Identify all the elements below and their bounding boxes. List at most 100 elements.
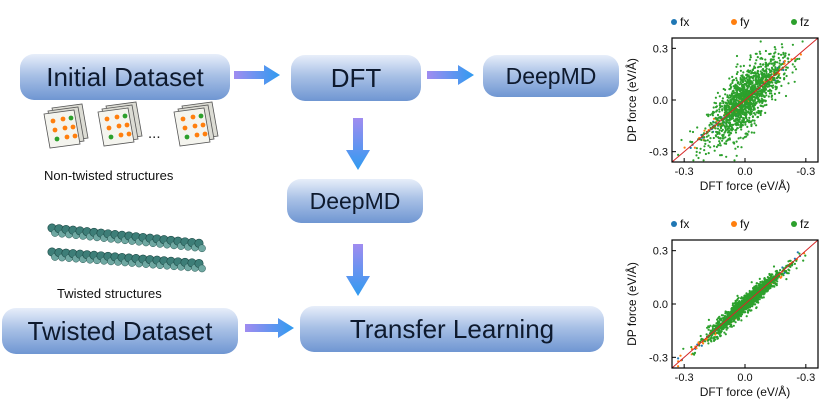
- point-fz: [730, 323, 733, 326]
- point-fz: [756, 115, 760, 119]
- point-fz: [767, 82, 770, 85]
- point-fz: [738, 100, 741, 103]
- point-fz: [718, 95, 721, 98]
- point-fz: [758, 50, 761, 53]
- point-fz: [774, 88, 777, 91]
- point-fz: [763, 95, 766, 98]
- point-fz: [744, 94, 747, 97]
- point-fz: [752, 79, 755, 82]
- point-fz: [727, 105, 730, 109]
- point-fz: [714, 121, 717, 124]
- point-fz: [736, 297, 739, 300]
- atom-dot: [180, 116, 186, 122]
- point-fz: [771, 285, 774, 288]
- atom-dot: [198, 113, 204, 119]
- point-fz: [742, 71, 745, 74]
- point-fz: [782, 53, 785, 56]
- point-fz: [724, 333, 727, 336]
- point-fz: [747, 106, 750, 109]
- point-fz: [750, 309, 753, 312]
- point-fz: [751, 68, 754, 72]
- point-fz: [760, 291, 763, 294]
- point-fz: [710, 340, 713, 343]
- point-fz: [714, 127, 717, 130]
- point-fz: [739, 69, 742, 72]
- point-fz: [719, 335, 722, 338]
- point-fz: [714, 106, 718, 109]
- point-fz: [708, 123, 711, 127]
- point-fz: [737, 119, 740, 123]
- point-fz: [762, 88, 765, 91]
- point-fz: [750, 81, 753, 84]
- point-fz: [773, 285, 776, 288]
- point-fz: [719, 122, 722, 125]
- point-fz: [764, 49, 767, 53]
- point-fz: [758, 82, 761, 85]
- point-fz: [739, 297, 743, 300]
- point-fz: [761, 90, 764, 93]
- point-fz: [774, 51, 777, 54]
- point-fz: [735, 84, 738, 87]
- point-fz: [761, 285, 764, 288]
- point-fz: [691, 130, 695, 134]
- point-fz: [755, 94, 758, 97]
- point-fz: [746, 311, 750, 314]
- point-fz: [739, 313, 742, 316]
- point-fz: [735, 140, 738, 143]
- point-fz: [714, 96, 717, 99]
- point-fz: [719, 106, 722, 109]
- point-fz: [741, 78, 744, 81]
- point-fz: [736, 63, 739, 66]
- twisted-layer-bottom: [47, 247, 206, 273]
- point-fz: [745, 113, 748, 116]
- point-fz: [747, 293, 750, 297]
- point-fz: [773, 62, 776, 65]
- point-fz: [725, 155, 728, 158]
- point-fy: [783, 60, 786, 63]
- point-fz: [737, 115, 740, 118]
- point-fz: [776, 61, 779, 64]
- point-fz: [760, 82, 763, 85]
- point-fx: [689, 146, 692, 149]
- atom-dot: [184, 134, 190, 140]
- point-fz: [718, 142, 721, 145]
- point-fz: [764, 99, 767, 102]
- point-fz: [780, 63, 783, 66]
- point-fz: [745, 106, 748, 109]
- point-fz: [732, 78, 735, 81]
- point-fz: [798, 252, 801, 255]
- point-fz: [754, 113, 757, 116]
- point-fz: [714, 134, 717, 137]
- point-fz: [718, 129, 721, 132]
- atom-dot: [104, 116, 110, 122]
- point-fz: [731, 81, 734, 84]
- point-fz: [692, 159, 695, 162]
- atom-dot: [72, 133, 78, 139]
- point-fz: [744, 294, 747, 297]
- point-fz: [717, 116, 720, 119]
- structure-sheet: [43, 109, 81, 149]
- point-fz: [728, 109, 731, 112]
- point-fz: [748, 303, 751, 306]
- point-fz: [746, 103, 750, 106]
- point-fz: [747, 309, 750, 312]
- point-fz: [787, 53, 791, 56]
- point-fz: [713, 337, 716, 340]
- atom-dot: [70, 124, 76, 130]
- twisted-dataset-box: Twisted Dataset: [2, 308, 238, 354]
- point-fz: [744, 89, 747, 92]
- point-fz: [724, 136, 727, 139]
- point-fz: [742, 64, 745, 67]
- point-fz: [698, 151, 701, 154]
- point-fz: [783, 72, 786, 75]
- point-fz: [731, 304, 734, 307]
- point-fz: [732, 141, 735, 144]
- scatter-points: [677, 251, 807, 368]
- point-fz: [742, 76, 745, 79]
- point-fz: [752, 301, 755, 304]
- point-fz: [732, 90, 735, 93]
- point-fz: [722, 324, 725, 327]
- point-fz: [781, 46, 784, 49]
- point-fz: [759, 293, 762, 296]
- point-fz: [735, 123, 738, 127]
